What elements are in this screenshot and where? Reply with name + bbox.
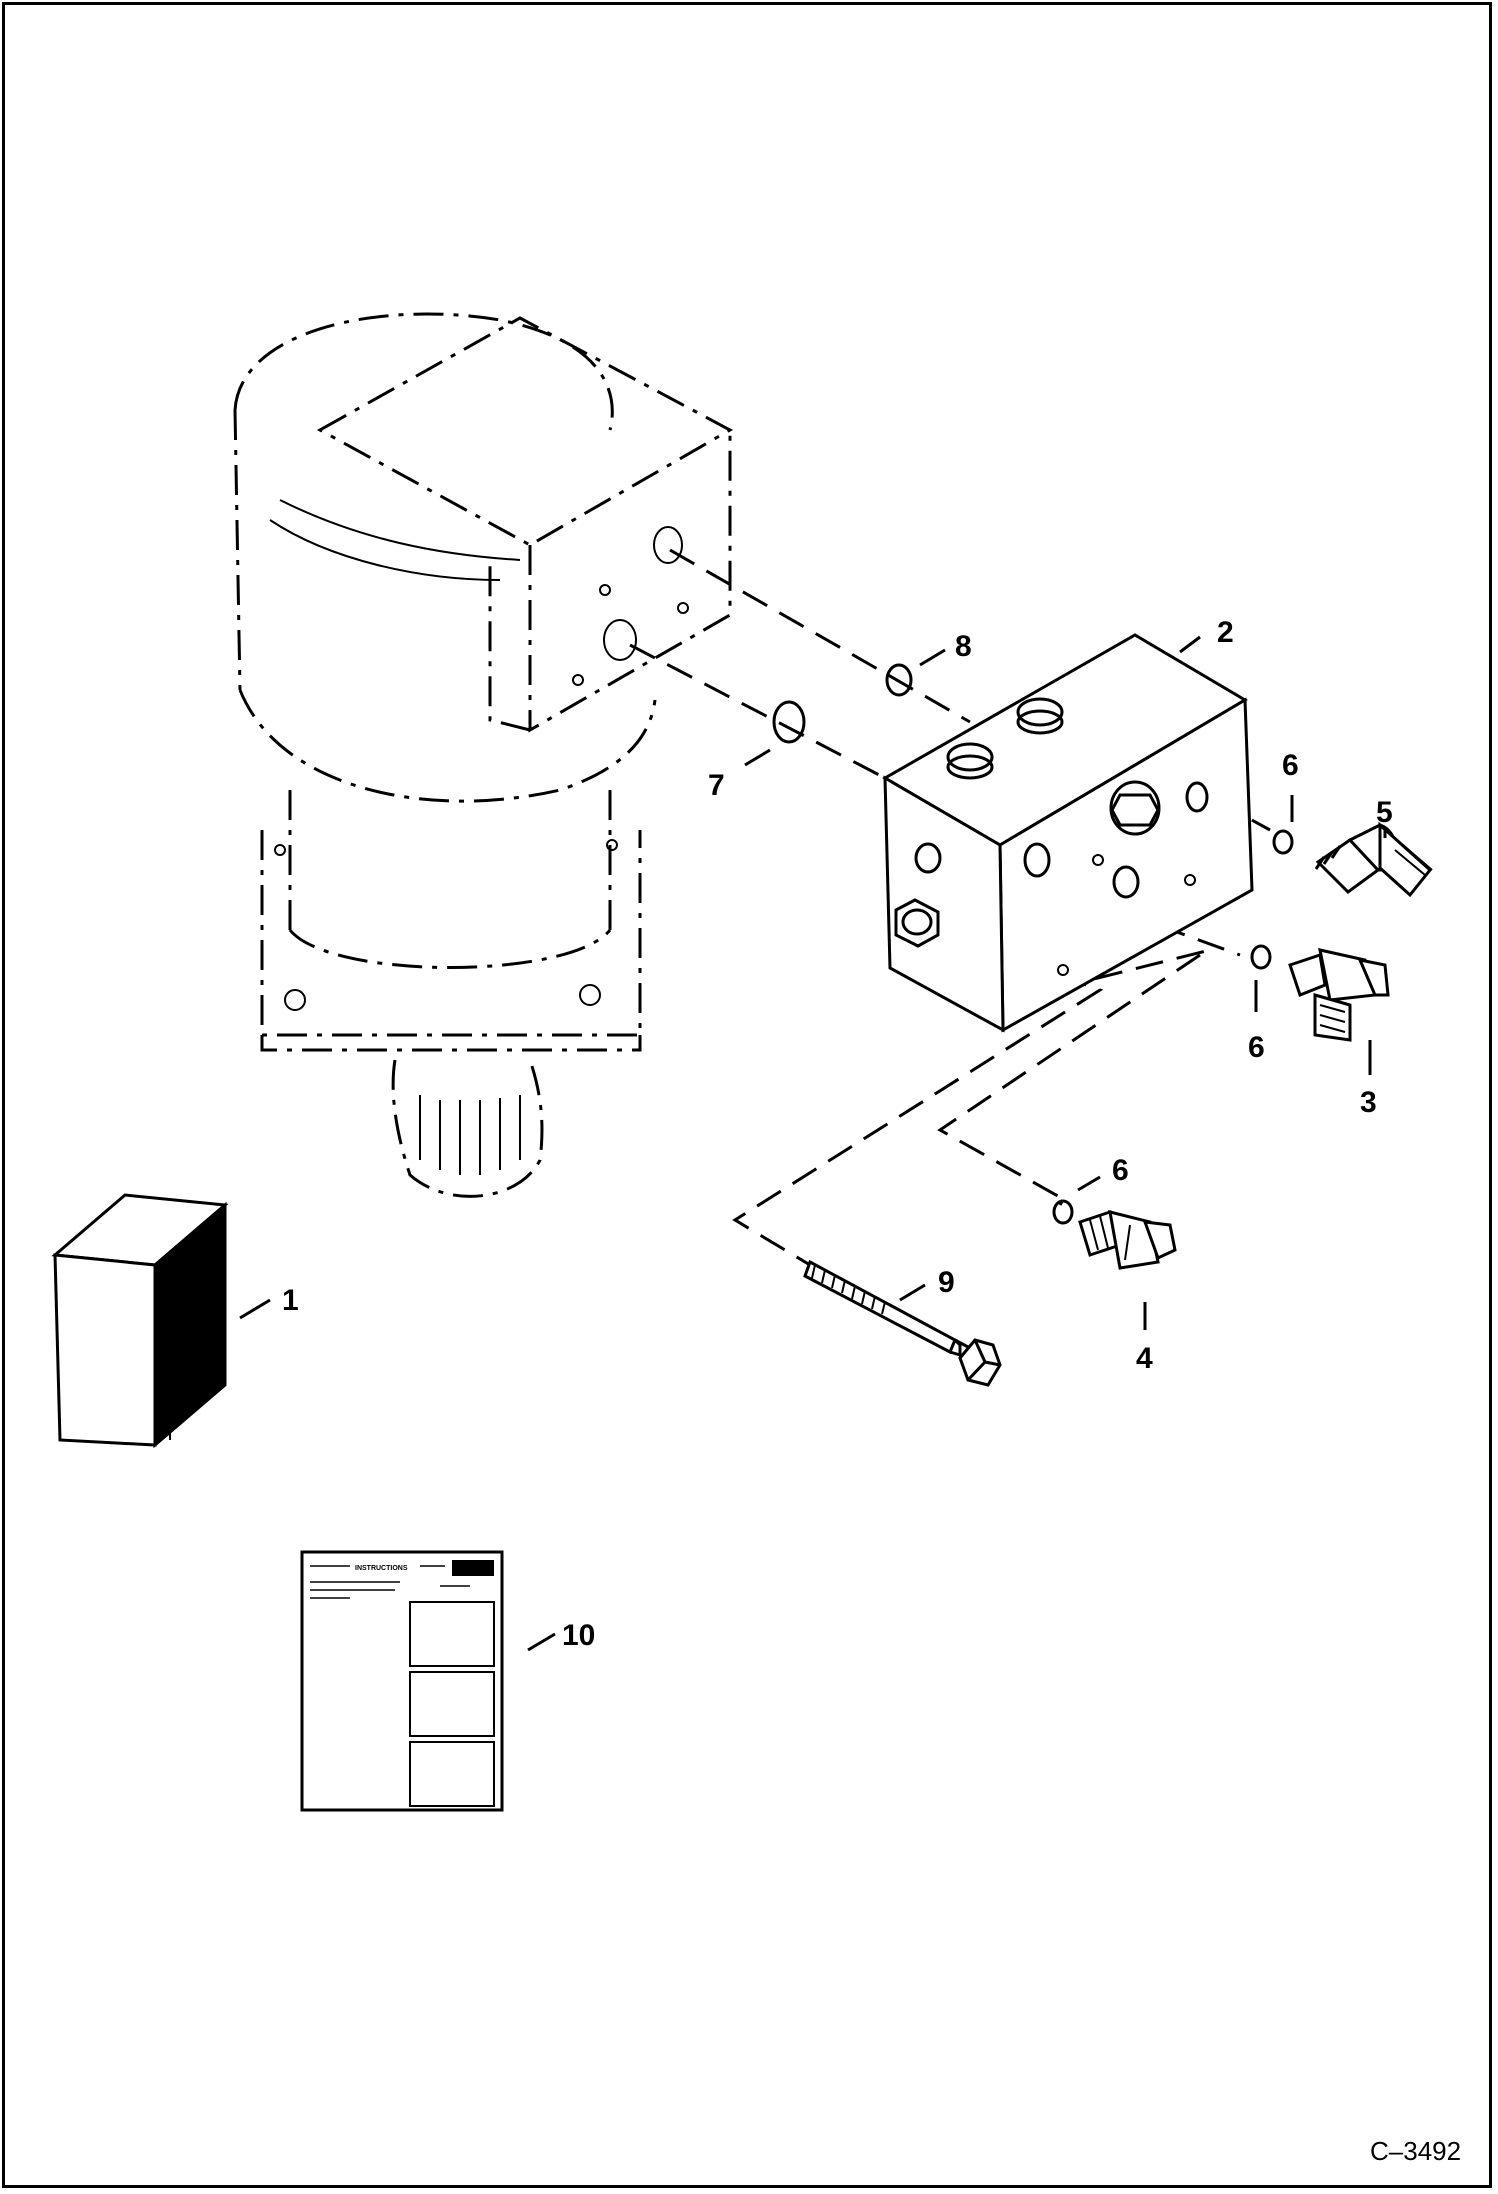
figure-id-label: C–3492 [1370,2136,1461,2166]
valve-block [881,633,1254,1033]
tee-fitting [1288,948,1390,1042]
callout-4: 4 [1136,1342,1153,1375]
callout-10: 10 [562,1619,595,1652]
elbow-fitting-90 [1078,1209,1177,1270]
callout-3: 3 [1360,1086,1377,1119]
o-ring-right-top [1272,829,1294,855]
hydraulic-motor-phantom [233,312,734,1198]
instruction-sheet-heading: INSTRUCTIONS [355,1565,408,1572]
callout-6-right-top: 6 [1282,749,1299,782]
callout-6-lower: 6 [1112,1154,1129,1187]
callout-6-right-bottom: 6 [1248,1031,1265,1064]
callout-leaders [239,635,1387,1652]
o-ring-large [772,700,806,744]
callout-1: 1 [282,1284,299,1317]
callout-8: 8 [955,630,972,663]
o-ring-lower [1052,1199,1074,1225]
o-ring-small [885,663,913,697]
callout-7: 7 [708,769,725,802]
instruction-sheet: INSTRUCTIONS [300,1550,504,1812]
elbow-fitting-45 [1314,821,1433,898]
bolt [803,1259,1002,1387]
motor-kit-box [51,1193,229,1449]
o-ring-right-bottom [1250,944,1272,970]
callout-5: 5 [1376,796,1393,829]
callout-9: 9 [938,1266,955,1299]
callout-2: 2 [1217,616,1234,649]
